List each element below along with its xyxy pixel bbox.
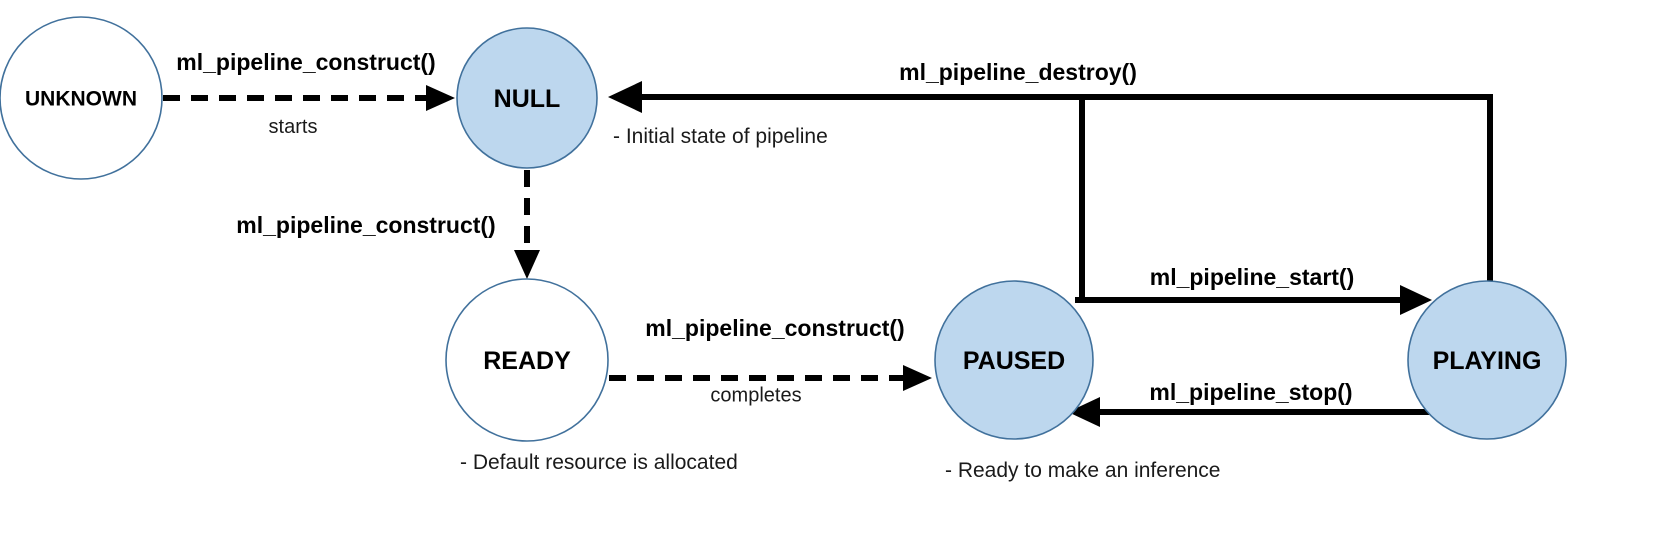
state-node-unknown-label: UNKNOWN xyxy=(25,88,137,111)
state-node-ready-circle xyxy=(445,278,609,442)
transition-paused-to-playing-label: ml_pipeline_start() xyxy=(1150,264,1355,290)
transition-playing-to-paused-arrowhead xyxy=(1068,397,1100,427)
transition-unknown-to-null-arrowhead xyxy=(426,85,455,111)
transition-unknown-to-null-sublabel: starts xyxy=(269,116,318,138)
state-node-playing-circle xyxy=(1407,280,1567,440)
transition-unknown-to-null-label: ml_pipeline_construct() xyxy=(176,49,435,75)
transition-null-to-ready[interactable]: ml_pipeline_construct() xyxy=(236,170,540,279)
state-node-paused-circle xyxy=(934,280,1094,440)
state-node-ready-label: READY xyxy=(483,347,571,375)
state-node-paused-label: PAUSED xyxy=(963,347,1065,375)
transition-null-to-ready-arrowhead xyxy=(514,250,540,279)
state-node-ready[interactable]: READY xyxy=(445,278,609,442)
transition-ready-to-paused[interactable]: ml_pipeline_construct() completes xyxy=(609,315,932,407)
transition-destroy-arrowhead xyxy=(608,81,642,113)
transition-null-to-ready-label: ml_pipeline_construct() xyxy=(236,212,495,238)
transition-playing-to-paused-label: ml_pipeline_stop() xyxy=(1149,379,1352,405)
transition-paused-to-playing-arrowhead xyxy=(1400,285,1432,315)
state-node-null-circle xyxy=(456,27,598,169)
note-ready-default-resource: - Default resource is allocated xyxy=(460,451,738,474)
transition-ready-to-paused-sublabel: completes xyxy=(710,385,801,407)
transition-destroy-label: ml_pipeline_destroy() xyxy=(899,59,1137,85)
state-node-unknown[interactable]: UNKNOWN xyxy=(0,16,163,180)
transition-paused-to-playing[interactable]: ml_pipeline_start() xyxy=(1075,264,1432,315)
transition-ready-to-paused-arrowhead xyxy=(903,365,932,391)
state-node-playing[interactable]: PLAYING xyxy=(1407,280,1567,440)
note-paused-ready-inference: - Ready to make an inference xyxy=(945,459,1220,482)
transition-unknown-to-null[interactable]: ml_pipeline_construct() starts xyxy=(163,49,455,138)
transition-playing-to-paused[interactable]: ml_pipeline_stop() xyxy=(1068,379,1432,427)
note-null-initial-state: - Initial state of pipeline xyxy=(613,125,828,148)
transition-destroy-to-null[interactable]: ml_pipeline_destroy() xyxy=(608,59,1493,297)
transition-ready-to-paused-label: ml_pipeline_construct() xyxy=(645,315,904,341)
state-node-unknown-circle xyxy=(0,16,163,180)
state-node-playing-label: PLAYING xyxy=(1433,347,1542,375)
state-node-paused[interactable]: PAUSED xyxy=(934,280,1094,440)
state-node-null-label: NULL xyxy=(494,85,561,113)
state-node-null[interactable]: NULL xyxy=(456,27,598,169)
